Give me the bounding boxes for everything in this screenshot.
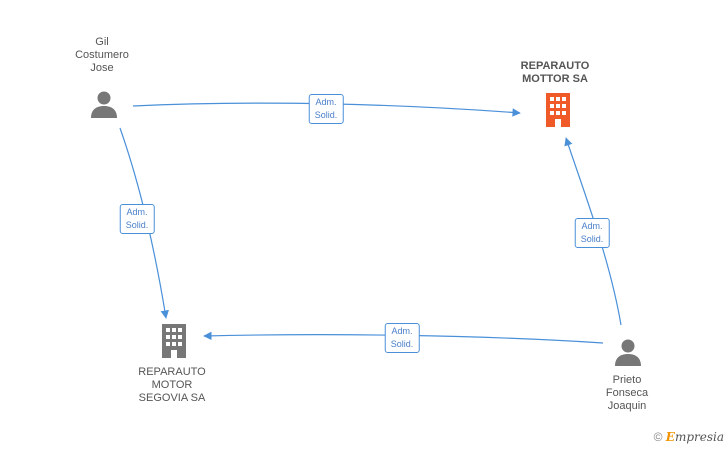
node-label-line: Costumero [75, 49, 129, 61]
node-label-segovia: REPARAUTO MOTOR SEGOVIA SA [138, 366, 205, 405]
node-label-gil: Gil Costumero Jose [75, 36, 129, 75]
brand-logo[interactable]: Empresia [666, 430, 724, 444]
node-label-line: Gil [95, 36, 109, 48]
edge-label-line: Adm. [315, 97, 337, 107]
edge-label-prieto-segovia: Adm. Solid. [384, 323, 420, 353]
node-label-line: MOTTOR SA [522, 73, 588, 85]
node-label-prieto: Prieto Fonseca Joaquin [606, 374, 648, 413]
edge-label-line: Solid. [390, 339, 414, 349]
edge-label-prieto-reparauto: Adm. Solid. [574, 218, 610, 248]
node-label-line: Fonseca [605, 387, 649, 399]
brand-footer: © Empresia [654, 430, 724, 444]
building-icon[interactable] [158, 324, 190, 358]
node-label-line: Jose [90, 62, 114, 74]
edge-label-line: Adm. [391, 326, 413, 336]
node-label-line: SEGOVIA SA [138, 392, 206, 404]
brand-logo-text: mpresia [674, 430, 724, 444]
building-icon[interactable] [542, 93, 574, 127]
node-label-line: REPARAUTO [138, 366, 206, 378]
brand-logo-initial: E [665, 430, 675, 444]
person-icon[interactable] [613, 337, 643, 367]
person-icon[interactable] [89, 89, 119, 119]
edge-label-line: Solid. [314, 110, 338, 120]
edge-label-gil-reparauto: Adm. Solid. [308, 94, 344, 124]
node-label-line: REPARAUTO [520, 60, 590, 72]
node-label-reparauto: REPARAUTO MOTTOR SA [521, 60, 590, 86]
edge-label-line: Adm. [126, 207, 148, 217]
copyright-icon: © [653, 430, 663, 444]
edge-label-gil-segovia: Adm. Solid. [119, 204, 155, 234]
node-label-line: Prieto [612, 374, 642, 386]
node-label-line: MOTOR [151, 379, 193, 391]
edge-label-line: Adm. [581, 221, 603, 231]
node-label-line: Joaquin [607, 400, 647, 412]
edge-label-line: Solid. [580, 234, 604, 244]
edge-label-line: Solid. [125, 220, 149, 230]
